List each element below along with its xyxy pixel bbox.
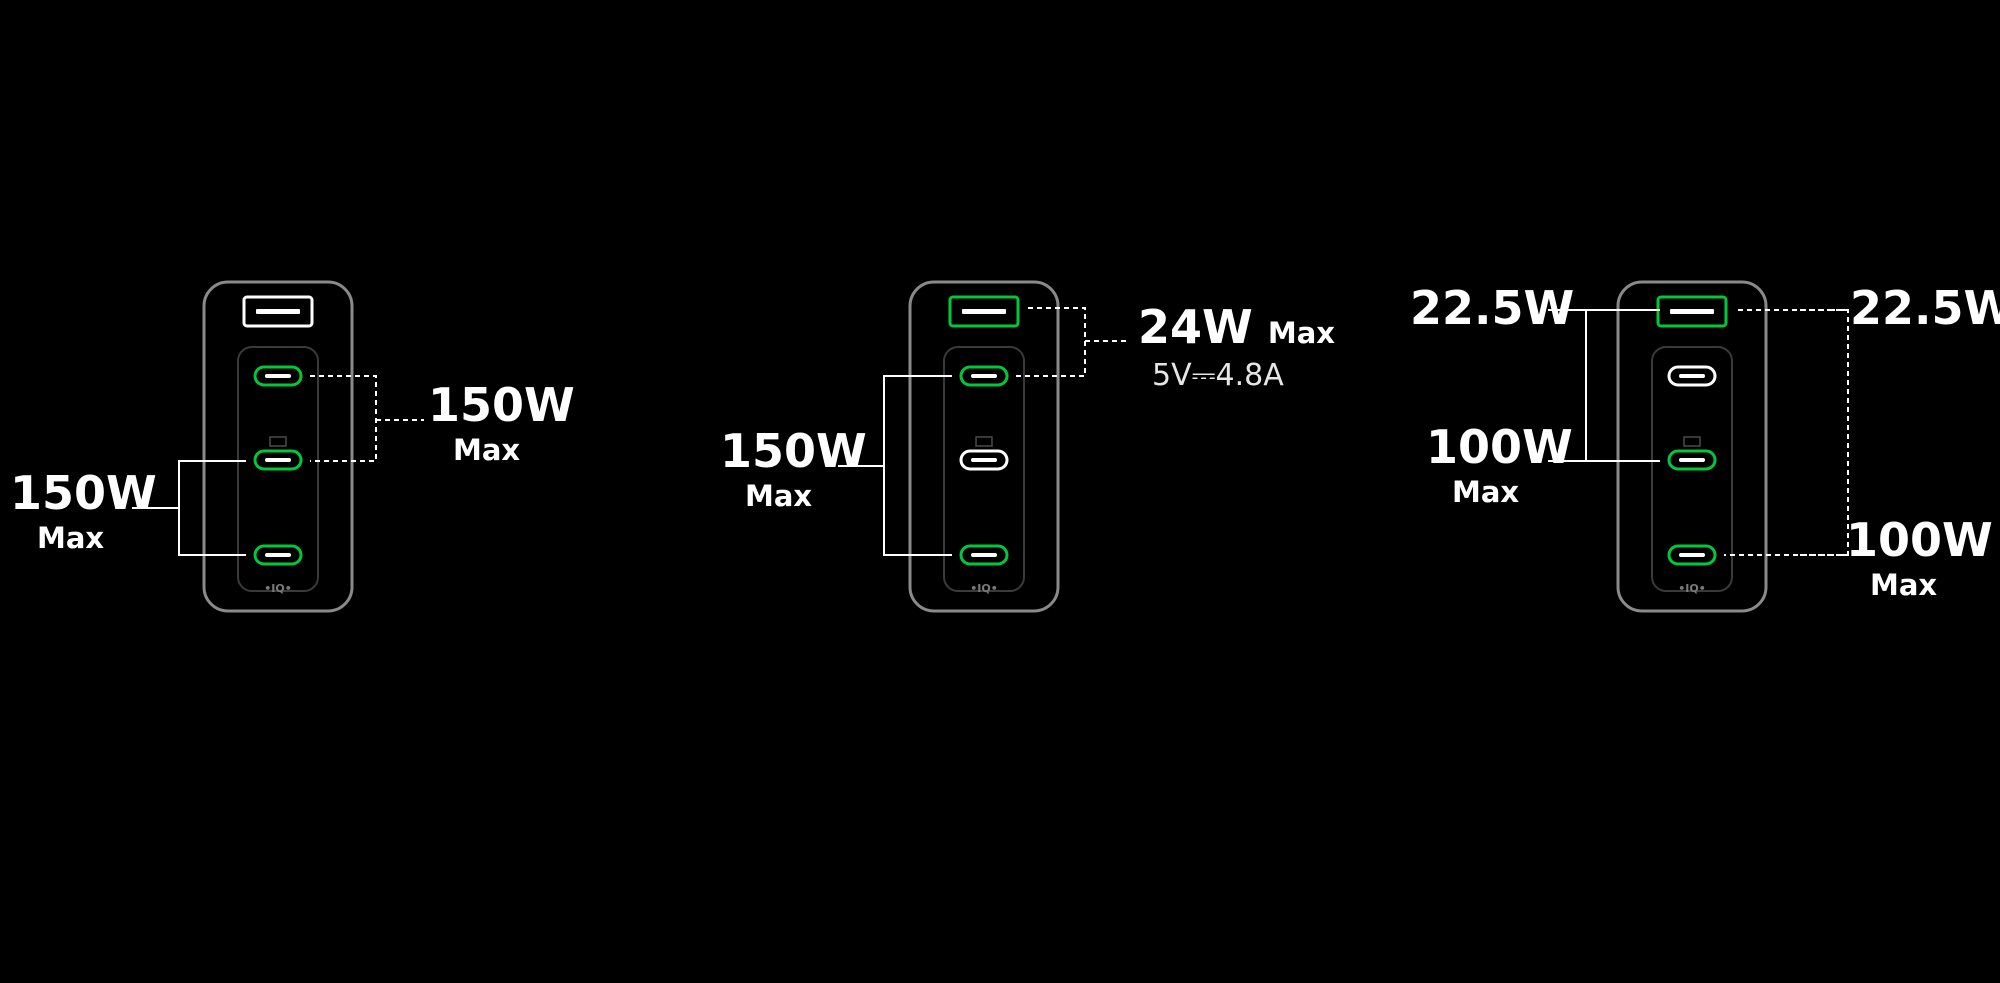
usb-c-port-2-slot	[971, 458, 997, 462]
usb-c-port-3-slot	[265, 553, 291, 557]
power-label-right: 100W	[1846, 513, 1993, 567]
connector-right-ticks	[1800, 309, 1848, 556]
usb-c-port-3	[1667, 544, 1717, 566]
connector-right-extensions	[1830, 309, 1848, 556]
power-label-left: 100W	[1426, 420, 1573, 474]
connector-right-dashed	[1016, 307, 1130, 377]
connector-right-dashed	[310, 375, 424, 462]
power-value: 24W	[1138, 300, 1253, 354]
usb-c-port-1	[1667, 365, 1717, 387]
usb-c-port-1-slot	[971, 374, 997, 378]
usb-c-port-1-slot	[1679, 374, 1705, 378]
output-spec-label: 5V⎓4.8A	[1152, 358, 1284, 393]
port-marker	[269, 436, 287, 447]
usb-c-port-3	[959, 544, 1009, 566]
usb-c-port-3-slot	[1679, 553, 1705, 557]
usb-c-port-2	[1667, 449, 1717, 471]
usb-a-port	[242, 295, 314, 328]
connector-left-solid	[1548, 309, 1660, 462]
power-label-left-top: 22.5W	[1410, 281, 1574, 335]
brand-logo: •IQ•	[970, 582, 998, 595]
usb-c-port-1-slot	[265, 374, 291, 378]
max-label-right: Max	[453, 433, 520, 467]
usb-c-port-1	[253, 365, 303, 387]
max-label-right: Max	[1870, 568, 1937, 602]
charger-panel-3: •IQ• 22.5W 100W Max 22.5W 100W Max	[1410, 280, 2000, 613]
connector-left-solid	[132, 460, 246, 556]
usb-c-port-2	[959, 449, 1009, 471]
usb-c-port-3-slot	[971, 553, 997, 557]
usb-c-port-2-slot	[1679, 458, 1705, 462]
usb-a-slot	[962, 309, 1006, 314]
power-label-right-top: 22.5W	[1850, 281, 2000, 335]
usb-c-port-2-slot	[265, 458, 291, 462]
max-label-right: Max	[1268, 316, 1335, 350]
brand-logo: •IQ•	[264, 582, 292, 595]
port-marker	[1683, 436, 1701, 447]
power-label-left: 150W	[720, 424, 867, 478]
connector-left-solid	[838, 375, 952, 556]
power-label-right: 150W	[428, 378, 575, 432]
usb-a-slot	[256, 309, 300, 314]
brand-logo: •IQ•	[1678, 582, 1706, 595]
port-marker	[975, 436, 993, 447]
usb-c-port-3	[253, 544, 303, 566]
power-label-right: 24W Max	[1138, 300, 1335, 354]
usb-a-port	[948, 295, 1020, 328]
max-label-left: Max	[745, 479, 812, 513]
charger-panel-1: •IQ• 150W Max 150W Max	[10, 280, 575, 613]
usb-c-port-2	[253, 449, 303, 471]
max-label-left: Max	[1452, 475, 1519, 509]
power-label-left: 150W	[10, 466, 157, 520]
max-label-left: Max	[37, 521, 104, 555]
usb-c-port-1	[959, 365, 1009, 387]
charger-panel-2: •IQ• 24W Max 5V⎓4.8A 150W Max	[720, 280, 1335, 613]
usb-a-slot	[1670, 309, 1714, 314]
usb-a-port	[1656, 295, 1728, 328]
